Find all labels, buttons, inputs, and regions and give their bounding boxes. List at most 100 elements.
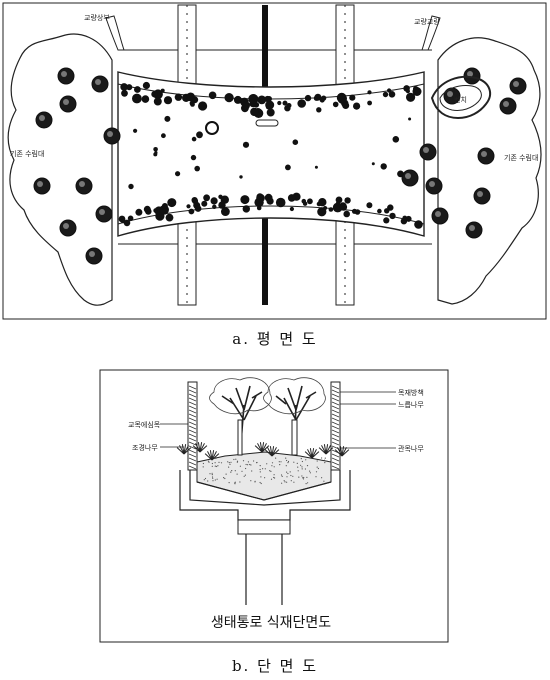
soil-dot: [228, 462, 230, 464]
soil-dot: [211, 462, 213, 465]
soil-dot: [279, 464, 281, 466]
plan-shrub: [146, 209, 151, 215]
soil-dot: [214, 465, 216, 467]
plan-shrub: [332, 202, 343, 213]
deck-log: [255, 119, 279, 127]
plan-shrub: [377, 208, 382, 214]
soil-dot: [286, 459, 288, 462]
plan-shrub: [367, 100, 372, 106]
soil-dot: [274, 477, 276, 479]
plan-tree-highlight: [467, 71, 473, 77]
plan-tree-highlight: [513, 81, 519, 87]
plan-shrub: [161, 133, 166, 139]
plan-tree-highlight: [79, 181, 85, 187]
plan-shrub: [307, 198, 313, 205]
shrub-stem: [311, 451, 320, 459]
plan-shrub: [366, 202, 373, 209]
soil-dot: [323, 480, 325, 482]
plan-shrub: [160, 88, 165, 93]
plan-shrub: [389, 212, 396, 220]
soil-dot: [271, 462, 274, 464]
soil-dot: [223, 477, 225, 479]
soil-dot: [324, 457, 326, 459]
soil-dot: [280, 461, 282, 463]
soil-dot: [300, 458, 302, 460]
soil-dot: [264, 468, 266, 470]
soil-dot: [281, 475, 283, 477]
soil-dot: [324, 483, 326, 485]
post-hatch-line: [331, 397, 340, 402]
plan-shrub: [194, 165, 200, 172]
post-hatch-line: [331, 465, 340, 470]
plan-shrub: [405, 89, 410, 94]
plan-shrub: [343, 210, 351, 218]
soil-dot: [254, 481, 256, 483]
soil-dot: [262, 468, 264, 470]
plan-shrub: [313, 95, 320, 101]
post-hatch-line: [331, 417, 340, 422]
shrub-stem: [183, 447, 192, 455]
soil-dot: [241, 470, 243, 472]
plan-shrub: [328, 207, 334, 212]
soil-dot: [243, 475, 245, 477]
plan-shrub: [275, 197, 286, 208]
shrub-stem: [204, 453, 213, 461]
plan-shrub: [132, 93, 142, 104]
plan-shrub: [201, 200, 208, 207]
soil-dot: [228, 466, 230, 468]
soil-dot: [301, 466, 303, 468]
plan-shrub: [143, 97, 149, 103]
plan-shrub: [266, 108, 275, 117]
soil-dot: [300, 464, 302, 466]
soil-dot: [250, 480, 252, 482]
soil-dot: [316, 460, 318, 462]
bridge-deck: [117, 71, 425, 237]
soil-dot: [316, 466, 318, 468]
soil-fill: [196, 451, 332, 501]
plan-shrub: [163, 96, 173, 105]
soil-dot: [231, 470, 233, 472]
soil-dot: [227, 461, 229, 463]
shrub-stem: [199, 445, 208, 453]
plan-tree-highlight: [95, 79, 101, 85]
soil-dot: [216, 478, 218, 480]
plan-shrub: [383, 217, 390, 224]
plan-tree-highlight: [39, 115, 45, 121]
soil-dot: [281, 482, 283, 484]
soil-dot: [287, 460, 290, 463]
plan-shrub: [266, 197, 274, 205]
soil-dot: [297, 470, 299, 472]
soil-dot: [298, 476, 300, 478]
shrub-stem: [341, 447, 347, 457]
bench-inner: [439, 85, 482, 111]
shrub-stem: [211, 451, 217, 461]
soil-dot: [270, 478, 273, 480]
plan-shrub: [351, 208, 358, 214]
soil-dot: [245, 467, 247, 470]
plan-shrub: [344, 197, 351, 204]
shrub-stem: [176, 447, 185, 455]
plan-shrub: [335, 201, 341, 206]
plan-shrub: [120, 83, 128, 91]
soil-dot: [234, 470, 236, 472]
plan-shrub: [287, 194, 296, 202]
plan-shrub: [241, 101, 250, 110]
label-right-mid: 느릅나무: [398, 400, 424, 409]
soil-dot: [236, 473, 238, 475]
soil-dot: [207, 460, 210, 462]
shrub-stem: [337, 447, 343, 457]
soil-dot: [264, 477, 266, 479]
post-hatch-line: [188, 437, 197, 442]
plan-shrub: [406, 92, 416, 102]
soil-dot: [271, 465, 273, 467]
label-top-left: 교량상부: [84, 13, 110, 22]
plan-shrub: [190, 102, 195, 107]
soil-dot: [286, 481, 288, 483]
post-hatch-line: [188, 445, 197, 450]
plan-shrub: [321, 95, 327, 101]
tree-left: [209, 377, 272, 456]
plan-shrub: [414, 220, 423, 229]
plan-shrub: [392, 136, 400, 143]
plan-tree-highlight: [107, 131, 113, 137]
soil-dot: [229, 463, 231, 465]
